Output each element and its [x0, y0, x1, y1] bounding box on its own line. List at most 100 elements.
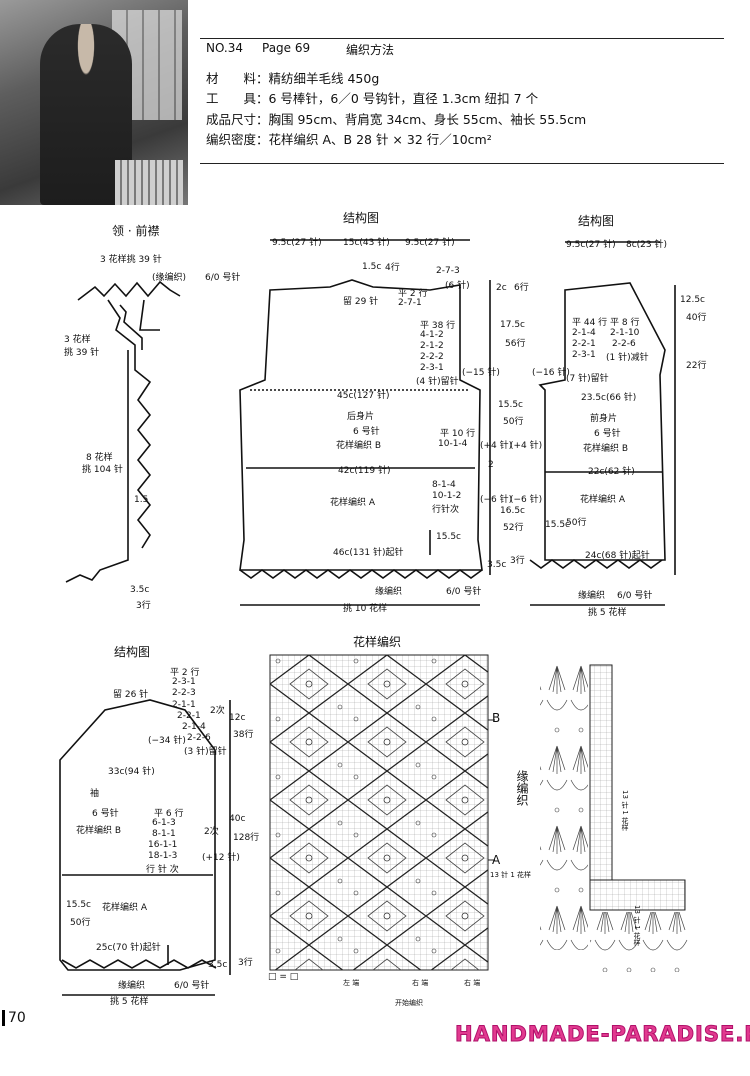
front-w22: 22c(62 针) — [588, 467, 635, 477]
back-w46: 46c(131 针)起针 — [333, 548, 404, 558]
header-title: 编织方法 — [346, 43, 395, 57]
radiator — [115, 160, 183, 205]
front-s22: 22行 — [686, 361, 707, 371]
collar-notch — [139, 299, 160, 331]
back-arm6: (4 针)留针 — [416, 377, 459, 387]
sleeve-h40: 40c — [229, 814, 246, 824]
sleeve-r5: 2-1-4 — [182, 722, 206, 732]
edging-repeat-1: 13 针 1 花样 — [621, 790, 629, 832]
front-piece-outline — [538, 282, 666, 561]
front-a5: 2-3-1 — [572, 350, 596, 360]
sleeve-times2b: 2次 — [204, 827, 219, 837]
back-shside: 2c — [496, 283, 507, 293]
back-h56: 56行 — [505, 339, 526, 349]
front-a1: 2-1-4 — [572, 328, 596, 338]
back-hem3: 3行 — [510, 556, 525, 566]
front-w235: 23.5c(66 针) — [581, 393, 637, 403]
collar-l2: (缘编织) — [152, 273, 187, 283]
header-page: Page 69 — [262, 41, 311, 55]
front-h50: 50行 — [566, 518, 587, 528]
collar-l7: 挑 104 针 — [82, 465, 123, 475]
front-patB: 花样编织 B — [583, 444, 629, 454]
back-r1012: 10-1-2 — [432, 491, 462, 501]
back-arm1: 平 38 行 — [420, 321, 456, 331]
sleeve-r7: (3 针)留针 — [184, 747, 227, 757]
front-a2: 2-1-10 — [610, 328, 640, 338]
front-title: 结构图 — [578, 214, 615, 228]
back-edge: 缘编织 — [375, 587, 403, 597]
collar-inner — [119, 304, 143, 350]
chart-col1: 左 端 — [343, 979, 360, 987]
back-rowdec: 行针次 — [432, 505, 460, 515]
spec-tools: 工 具：6 号棒针，6／0 号钩针，直径 1.3cm 纽扣 7 个 — [206, 91, 539, 106]
back-neck1: 1.5c — [362, 262, 382, 272]
chart-start: 开始编织 — [395, 999, 423, 1007]
chart-label-a: A — [492, 853, 501, 867]
back-h52: 52行 — [503, 523, 524, 533]
model-photo — [0, 0, 188, 205]
back-arm3: 2-1-2 — [420, 341, 444, 351]
sleeve-r3: 2-1-1 — [172, 700, 196, 710]
back-patB: 花样编织 B — [336, 441, 382, 451]
chart-col2: 右 端 — [412, 979, 429, 987]
edging-grid-horizontal — [589, 879, 686, 911]
sleeve-i1: 6-1-3 — [152, 818, 176, 828]
collar-l3: 6/0 号针 — [205, 273, 241, 283]
sleeve-h155: 15.5c — [66, 900, 91, 910]
sleeve-rowtimes: 行 针 次 — [146, 865, 179, 875]
sleeve-r6: 2-2-6 — [187, 733, 211, 743]
back-two: 2 — [488, 460, 494, 470]
front-h155: 15.5c — [545, 520, 570, 530]
collar-l8: 1.5 — [134, 495, 149, 505]
back-r271: 2-7-1 — [398, 298, 422, 308]
collar-l9: 3.5c — [130, 585, 150, 595]
front-patA: 花样编织 A — [580, 495, 626, 505]
front-a3: 2-2-1 — [572, 339, 596, 349]
collar-l1: 3 花样挑 39 针 — [100, 255, 162, 265]
front-s40: 40行 — [686, 313, 707, 323]
sleeve-patA: 花样编织 A — [102, 903, 148, 913]
front-keep7: (7 针)留针 — [566, 374, 609, 384]
sleeve-hook: 6/0 号针 — [174, 981, 210, 991]
back-flat10: 平 10 行 — [440, 429, 476, 439]
back-piece-outline — [239, 279, 483, 571]
back-hem-zigzag — [239, 569, 483, 579]
back-h165: 16.5c — [500, 506, 525, 516]
sleeve-keep26: 留 26 针 — [113, 690, 149, 700]
front-a6: (1 针)减针 — [606, 353, 649, 363]
sleeve-pick: 挑 5 花样 — [110, 997, 149, 1007]
sleeve-hem-zigzag — [61, 959, 217, 969]
front-needle: 6 号针 — [594, 429, 621, 439]
front-flat44: 平 44 行 — [572, 318, 608, 328]
sleeve-r1: 2-3-1 — [172, 677, 196, 687]
back-neck2: 4行 — [385, 263, 400, 273]
chart-label-b: B — [492, 711, 501, 725]
spec-size: 成品尺寸：胸围 95cm、背肩宽 34cm、身长 55cm、袖长 55.5cm — [206, 112, 587, 127]
back-top2: 15c(43 针) — [343, 238, 390, 248]
stitch-chart-motif — [270, 655, 488, 970]
chart-col3: 右 端 — [464, 979, 481, 987]
sleeve-title: 结构图 — [114, 645, 151, 659]
chart-legend: □ = □ — [268, 972, 299, 982]
back-top1: 9.5c(27 针) — [272, 238, 322, 248]
edging-title: 缘编织 — [515, 770, 529, 806]
back-r814: 8-1-4 — [432, 480, 456, 490]
back-pick: 挑 10 花样 — [343, 604, 388, 614]
sleeve-edge: 缘编织 — [118, 981, 146, 991]
sleeve-i3: 16-1-1 — [148, 840, 178, 850]
edging-grid-vertical — [589, 664, 613, 906]
front-hem-zigzag — [529, 559, 663, 569]
sleeve-outline — [59, 699, 216, 971]
chart-repeat: 13 针 1 花样 — [490, 871, 532, 879]
header-no: NO.34 — [206, 41, 244, 55]
sleeve-r4: 2-2-1 — [177, 711, 201, 721]
back-top3: 9.5c(27 针) — [405, 238, 455, 248]
sleeve-hem3: 3行 — [238, 958, 253, 968]
collar-l10: 3行 — [136, 601, 151, 611]
front-hook: 6/0 号针 — [617, 591, 653, 601]
collar-l5: 挑 39 针 — [64, 348, 100, 358]
back-patA: 花样编织 A — [330, 498, 376, 508]
front-top1: 9.5c(27 针) — [566, 240, 616, 250]
back-arm2: 4-1-2 — [420, 330, 444, 340]
spec-material: 材 料：精纺细羊毛线 450g — [206, 71, 380, 86]
